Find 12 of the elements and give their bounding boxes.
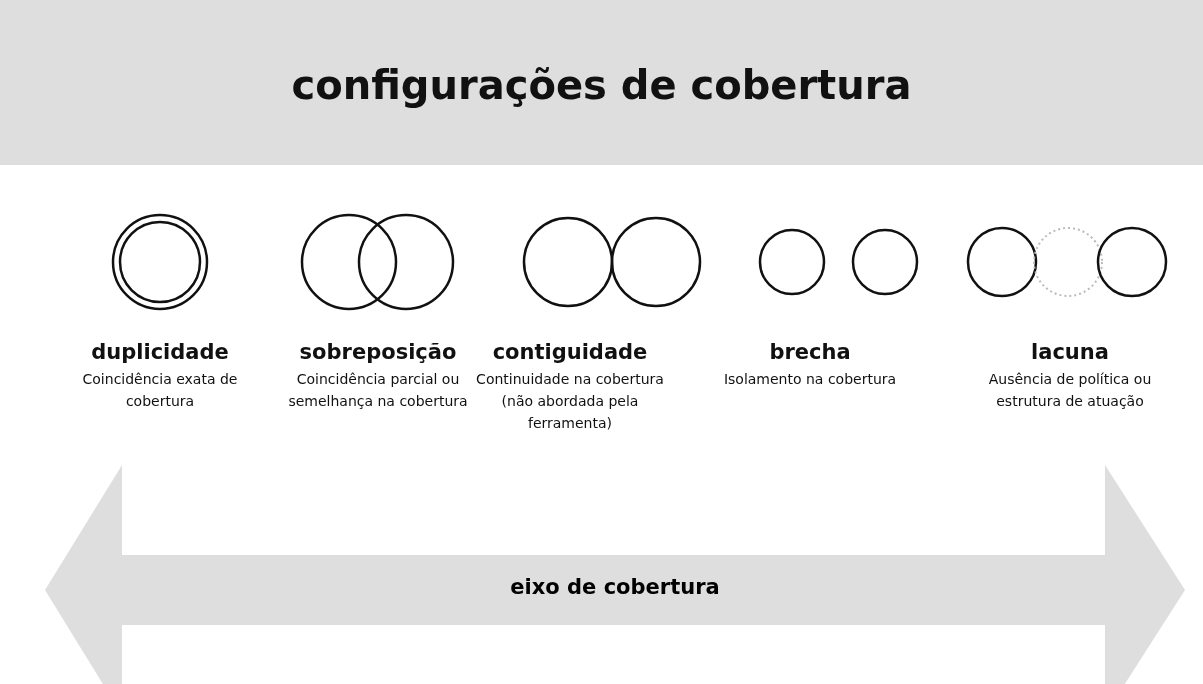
term-heading: sobreposição [298,340,458,364]
term-description: Continuidade na cobertura (não abordada pela ferramenta) [475,370,665,433]
term-heading: duplicidade [90,340,230,364]
term-description: Coincidência exata de cobertura [81,370,239,411]
term-heading: brecha [768,340,852,364]
axis-label: eixo de cobertura [509,575,721,599]
term-heading: lacuna [1030,340,1110,364]
term-description: Ausência de política ou estrutura de atuação [987,370,1153,411]
title: configurações de cobertura [290,62,913,108]
term-description: Isolamento na cobertura [722,370,898,389]
term-description: Coincidência parcial ou semelhança na cobertura [287,370,469,411]
term-heading: contiguidade [491,340,649,364]
